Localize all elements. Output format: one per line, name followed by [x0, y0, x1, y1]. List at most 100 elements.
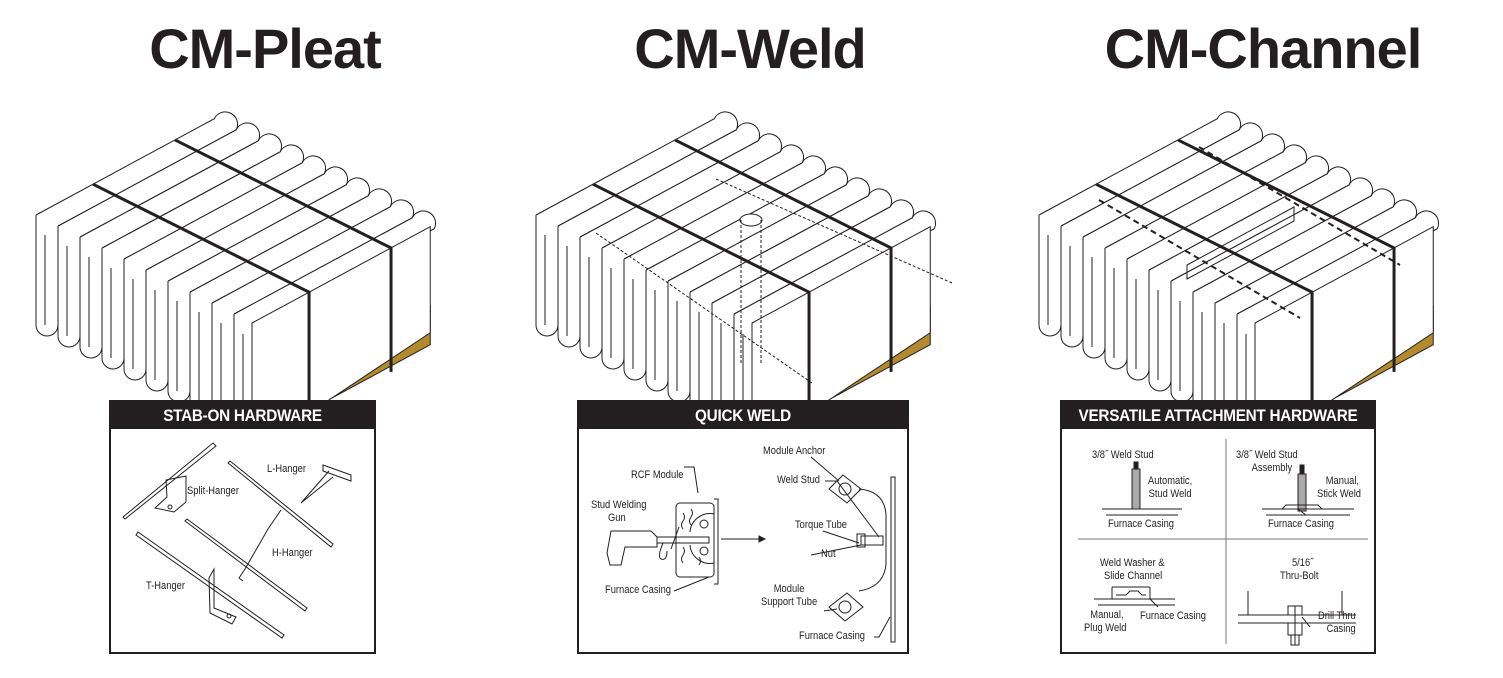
weld-module-drawing: [535, 111, 953, 415]
hardware-panel: VERSATILE ATTACHMENT HARDWARE: [1060, 400, 1376, 654]
leader-gun: [670, 526, 680, 550]
label-line: Drill Thru: [1318, 610, 1356, 622]
fold-top: [667, 177, 871, 293]
fold-top: [1148, 166, 1352, 282]
label-weld-stud: Weld Stud: [777, 474, 820, 486]
arrow-head-icon: [758, 535, 767, 543]
label-t-hanger: T-Hanger: [146, 580, 185, 592]
fold-top: [211, 199, 415, 315]
h-hanger-icon: [184, 460, 334, 612]
fold-front: [1038, 215, 1062, 337]
fold-top: [189, 188, 393, 304]
fold-front: [733, 314, 757, 415]
panel-header: STAB-ON HARDWARE: [124, 402, 361, 429]
rcf-module-icon: [675, 498, 719, 585]
fold-front: [579, 237, 603, 359]
q4-method: Drill Thru Casing: [1318, 610, 1356, 636]
fold-top: [145, 166, 349, 282]
fold-front: [1082, 237, 1106, 359]
l-hanger-icon: [300, 464, 352, 504]
stab-on-hardware-drawing: [122, 442, 352, 639]
torque-tube-hidden: [740, 220, 762, 365]
leader-nut: [810, 544, 862, 556]
q2-method: Manual, Stick Weld: [1317, 475, 1361, 501]
label-line: Stud Weld: [1148, 488, 1192, 500]
leader-rcf: [684, 466, 699, 494]
fold-front: [711, 303, 735, 415]
leader-support-tube: [823, 608, 838, 612]
module-body: [35, 111, 437, 415]
fold-front: [1126, 259, 1150, 381]
fold-front: [101, 248, 125, 370]
panel-body: Split-Hanger L-Hanger H-Hanger T-Hanger: [111, 429, 374, 652]
label-line: Stud Welding: [591, 499, 647, 511]
channel-hidden: [1098, 199, 1301, 319]
product-title: CM-Weld: [634, 17, 867, 80]
q3-title: Weld Washer & Slide Channel: [1100, 557, 1164, 583]
panel-body: 3/8˝ Weld Stud Automatic, Stud Weld Furn…: [1062, 429, 1374, 652]
label-module-anchor: Module Anchor: [763, 445, 826, 457]
module-body: [535, 111, 953, 415]
fold-front: [233, 314, 257, 415]
fold-top: [579, 133, 783, 249]
leader-casing-right: [874, 616, 891, 638]
label-line: Manual,: [1090, 609, 1124, 621]
label-l-hanger: L-Hanger: [267, 463, 306, 475]
fold-front: [145, 270, 169, 392]
label-line: Support Tube: [761, 596, 818, 608]
fold-front: [167, 281, 191, 403]
fold-front: [35, 215, 59, 337]
label-line: Slide Channel: [1103, 570, 1163, 582]
support-tube-hidden: [595, 232, 813, 384]
pleat-module-drawing: [35, 111, 437, 415]
torque-tube-top: [739, 213, 763, 227]
q2-title: 3/8˝ Weld Stud Assembly: [1236, 449, 1298, 475]
attachment-plate: [1186, 206, 1295, 280]
label-line: Thru-Bolt: [1280, 570, 1319, 582]
weld-stud-assembly-icon: [1262, 464, 1354, 516]
module-illustration: [1003, 85, 1503, 415]
fold-top: [79, 133, 283, 249]
banding-strap: [1095, 182, 1314, 415]
support-tube-hidden: [715, 178, 953, 284]
fold-front: [601, 248, 625, 370]
product-cm-pleat: CM-Pleat STAB-ON HARDWARE: [0, 0, 500, 678]
fold-top: [1038, 111, 1242, 227]
panel-header: QUICK WELD: [595, 402, 891, 429]
fold-top: [1192, 188, 1396, 304]
label-line: Weld Washer &: [1100, 557, 1165, 569]
module-illustration: [0, 85, 500, 415]
leader-casing-left: [673, 576, 710, 592]
label-line: Gun: [608, 512, 626, 524]
label-h-hanger: H-Hanger: [272, 547, 313, 559]
label-line: Assembly: [1251, 462, 1293, 474]
module-illustration: [500, 85, 1000, 415]
fold-front: [1214, 303, 1238, 415]
fold-top: [623, 155, 827, 271]
fold-front: [57, 226, 81, 348]
fold-top: [101, 144, 305, 260]
t-hanger-icon: [135, 531, 285, 639]
product-title: CM-Channel: [1104, 17, 1423, 80]
fold-front: [123, 259, 147, 381]
fold-top: [1126, 155, 1330, 271]
fold-front: [79, 237, 103, 359]
fold-front: [211, 303, 235, 415]
fold-top: [1214, 199, 1418, 315]
fold-front: [189, 292, 213, 414]
weld-stud-icon: [1102, 461, 1182, 516]
fold-top: [233, 210, 437, 326]
stud-welding-gun-icon: [606, 530, 710, 566]
fold-top: [601, 144, 805, 260]
q1-title: 3/8˝ Weld Stud: [1092, 449, 1154, 461]
label-furnace-casing-right: Furnace Casing: [799, 630, 866, 642]
fold-front: [1236, 314, 1260, 415]
channel-module-drawing: [1038, 111, 1440, 415]
hardware-panel: QUICK WELD: [577, 400, 909, 654]
label-line: Plug Weld: [1084, 622, 1127, 634]
label-rcf-module: RCF Module: [631, 469, 684, 481]
label-module-support-tube: Module Support Tube: [761, 583, 817, 609]
channel-hidden: [1198, 146, 1401, 266]
q3-method: Manual, Plug Weld: [1084, 609, 1126, 635]
leader-torque-tube: [822, 530, 860, 544]
